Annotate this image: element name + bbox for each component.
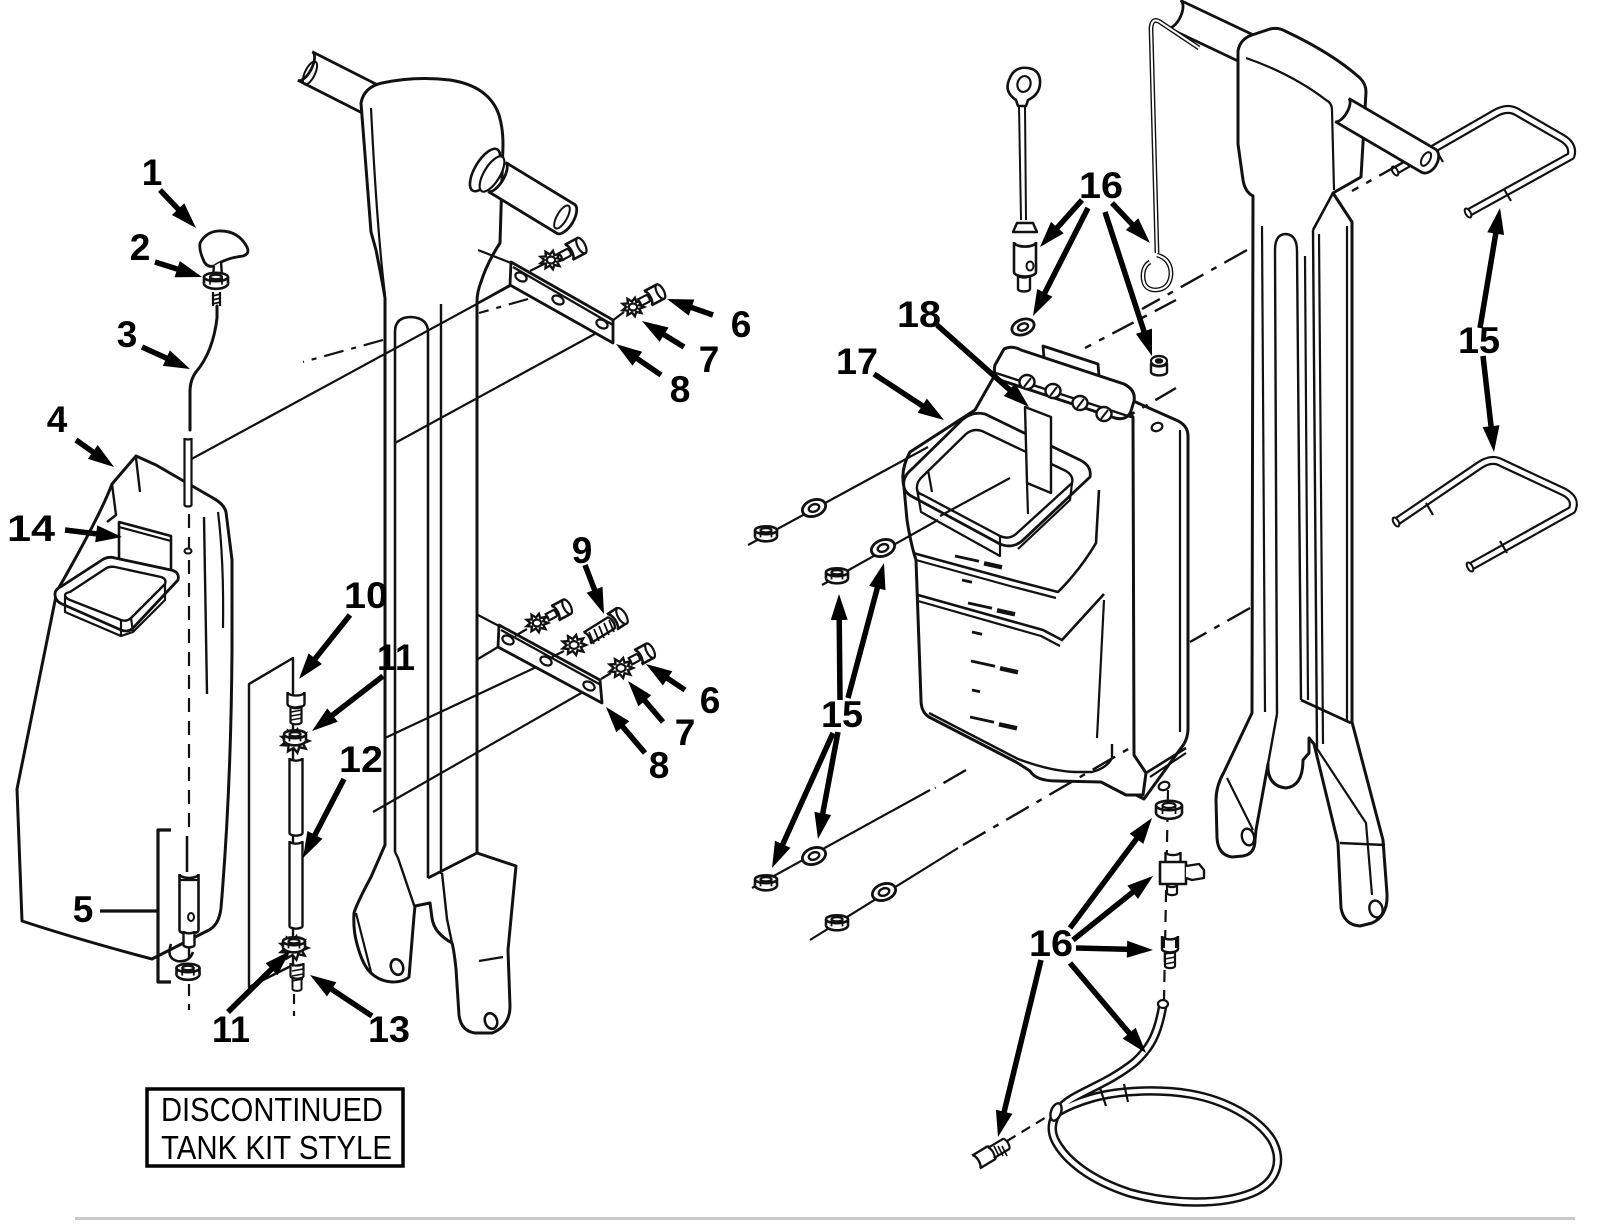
svg-text:7: 7 — [675, 712, 696, 753]
svg-text:8: 8 — [649, 745, 670, 786]
svg-text:TANK KIT STYLE: TANK KIT STYLE — [161, 1129, 392, 1166]
svg-text:2: 2 — [130, 227, 151, 268]
svg-text:16: 16 — [1079, 165, 1123, 206]
svg-text:14: 14 — [7, 508, 55, 549]
svg-text:1: 1 — [142, 152, 163, 193]
svg-text:10: 10 — [344, 575, 388, 616]
svg-text:7: 7 — [699, 339, 720, 380]
svg-text:9: 9 — [572, 530, 593, 571]
svg-text:16: 16 — [1029, 923, 1073, 964]
svg-text:13: 13 — [368, 1009, 410, 1050]
svg-text:6: 6 — [700, 680, 721, 721]
svg-text:8: 8 — [670, 369, 691, 410]
svg-text:18: 18 — [897, 294, 941, 335]
svg-text:12: 12 — [339, 739, 383, 780]
svg-text:5: 5 — [73, 889, 94, 930]
svg-text:DISCONTINUED: DISCONTINUED — [161, 1091, 383, 1128]
svg-text:15: 15 — [1458, 320, 1500, 361]
svg-text:17: 17 — [836, 341, 878, 382]
svg-text:11: 11 — [377, 637, 415, 678]
svg-text:11: 11 — [212, 1009, 250, 1050]
svg-text:15: 15 — [821, 694, 863, 735]
svg-text:3: 3 — [117, 314, 138, 355]
svg-text:6: 6 — [731, 304, 752, 345]
svg-text:4: 4 — [47, 399, 68, 440]
